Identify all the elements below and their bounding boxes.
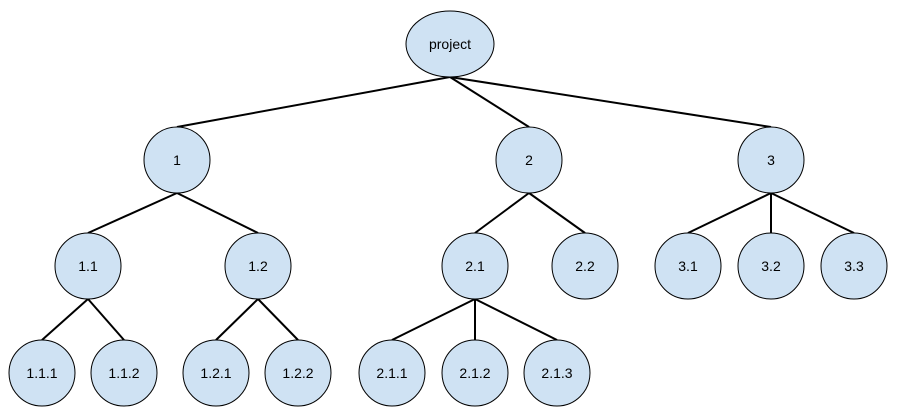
- tree-node-1-1: 1.1: [54, 232, 122, 300]
- tree-node-2-1: 2.1: [441, 232, 509, 300]
- node-label-1-1-2: 1.1.2: [108, 365, 139, 381]
- edge-project-to-3: [449, 76, 772, 128]
- node-circle-2-1-3: [523, 339, 591, 407]
- node-circle-project: [405, 10, 495, 78]
- tree-node-1-1-2: 1.1.2: [90, 339, 158, 407]
- edge-3-to-3-3: [770, 192, 855, 234]
- tree-node-3-2: 3.2: [737, 232, 805, 300]
- edge-3-to-3-1: [687, 192, 772, 234]
- node-label-3: 3: [767, 152, 775, 168]
- tree-node-2-2: 2.2: [551, 232, 619, 300]
- node-circle-2-1-1: [358, 339, 426, 407]
- tree-node-2-1-2: 2.1.2: [441, 339, 509, 407]
- node-label-1-1: 1.1: [78, 258, 98, 274]
- node-label-2-1: 2.1: [465, 258, 485, 274]
- node-circle-2-2: [551, 232, 619, 300]
- node-label-2-1-1: 2.1.1: [376, 365, 407, 381]
- node-circle-3-2: [737, 232, 805, 300]
- nodes-layer: project 1 2 3 1.1 1.2 2.1 2.2 3.1 3.2 3.3 1.1.1 1.1.…: [8, 10, 888, 407]
- tree-node-2-1-1: 2.1.1: [358, 339, 426, 407]
- node-circle-3-3: [820, 232, 888, 300]
- edge-2-1-to-2-1-3: [474, 298, 558, 341]
- tree-node-3-1: 3.1: [654, 232, 722, 300]
- node-label-3-1: 3.1: [678, 258, 698, 274]
- node-circle-1-1-1: [8, 339, 76, 407]
- edge-1-1-to-1-1-1: [41, 298, 89, 341]
- tree-node-3-3: 3.3: [820, 232, 888, 300]
- edge-project-to-1: [176, 76, 451, 128]
- tree-node-1-2: 1.2: [224, 232, 292, 300]
- node-label-3-2: 3.2: [761, 258, 781, 274]
- tree-node-1-1-1: 1.1.1: [8, 339, 76, 407]
- tree-node-project: project: [405, 10, 495, 78]
- tree-node-3: 3: [737, 126, 805, 194]
- edge-2-1-to-2-1-1: [391, 298, 476, 341]
- tree-node-1-2-2: 1.2.2: [264, 339, 332, 407]
- node-label-1: 1: [173, 152, 181, 168]
- node-label-1-2-1: 1.2.1: [200, 365, 231, 381]
- node-label-project: project: [429, 36, 471, 52]
- node-circle-1: [143, 126, 211, 194]
- node-label-2-1-2: 2.1.2: [459, 365, 490, 381]
- edge-1-2-to-1-2-2: [257, 298, 299, 341]
- node-circle-3-1: [654, 232, 722, 300]
- node-circle-2: [495, 126, 563, 194]
- node-circle-1-1-2: [90, 339, 158, 407]
- tree-node-1-2-1: 1.2.1: [182, 339, 250, 407]
- edge-2-to-2-1: [474, 192, 530, 234]
- node-label-2-2: 2.2: [575, 258, 595, 274]
- edges-layer: [41, 76, 855, 341]
- tree-node-2-1-3: 2.1.3: [523, 339, 591, 407]
- edge-1-2-to-1-2-1: [215, 298, 259, 341]
- node-circle-2-1-2: [441, 339, 509, 407]
- tree-node-2: 2: [495, 126, 563, 194]
- edge-1-to-1-1: [87, 192, 178, 234]
- edge-2-to-2-2: [528, 192, 586, 234]
- node-label-1-1-1: 1.1.1: [26, 365, 57, 381]
- node-circle-1-2-2: [264, 339, 332, 407]
- node-circle-2-1: [441, 232, 509, 300]
- node-label-2-1-3: 2.1.3: [541, 365, 572, 381]
- node-circle-1-2-1: [182, 339, 250, 407]
- node-label-1-2: 1.2: [248, 258, 268, 274]
- node-circle-3: [737, 126, 805, 194]
- node-label-3-3: 3.3: [844, 258, 864, 274]
- tree-node-1: 1: [143, 126, 211, 194]
- node-circle-1-1: [54, 232, 122, 300]
- edge-project-to-2: [449, 76, 530, 128]
- node-label-2: 2: [525, 152, 533, 168]
- edge-1-to-1-2: [176, 192, 259, 234]
- node-label-1-2-2: 1.2.2: [282, 365, 313, 381]
- node-circle-1-2: [224, 232, 292, 300]
- edge-1-1-to-1-1-2: [87, 298, 125, 341]
